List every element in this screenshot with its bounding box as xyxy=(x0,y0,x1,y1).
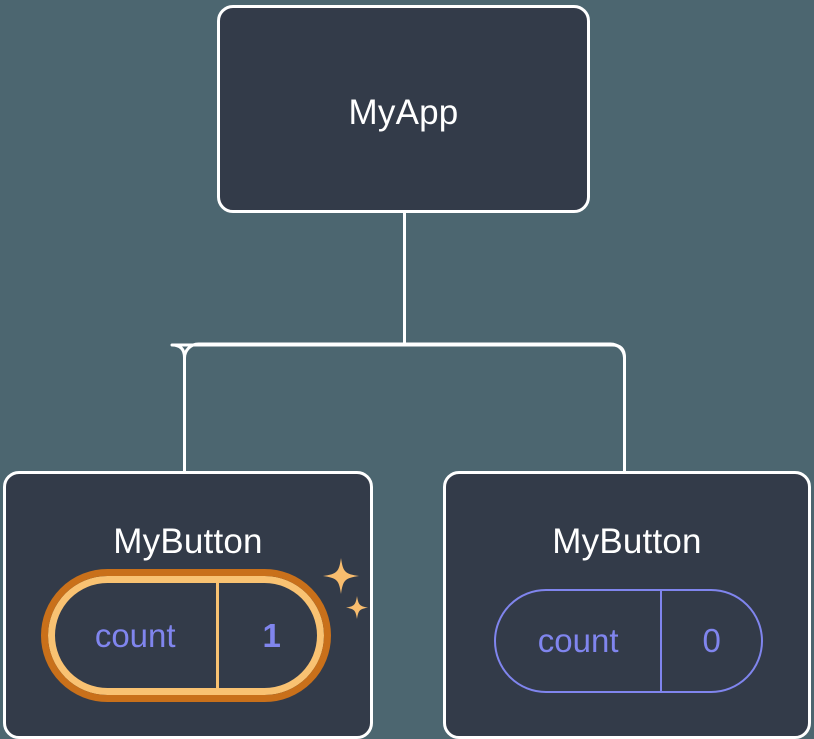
connector-to-right-child xyxy=(404,343,626,471)
node-mybutton-right-label: MyButton xyxy=(552,522,702,561)
connector-bus xyxy=(183,342,626,471)
node-myapp[interactable]: MyApp xyxy=(217,5,590,213)
state-key-right: count xyxy=(537,622,619,659)
state-value-left: 1 xyxy=(216,576,324,695)
node-mybutton-left-label: MyButton xyxy=(113,522,263,561)
state-pill-right[interactable]: count 0 xyxy=(494,589,763,693)
state-value-right: 0 xyxy=(660,591,761,691)
state-pill-left-highlighted[interactable]: count 1 xyxy=(41,569,331,702)
node-myapp-label: MyApp xyxy=(348,93,459,132)
state-key-left: count xyxy=(94,616,176,654)
connector-to-left-child xyxy=(170,343,405,471)
